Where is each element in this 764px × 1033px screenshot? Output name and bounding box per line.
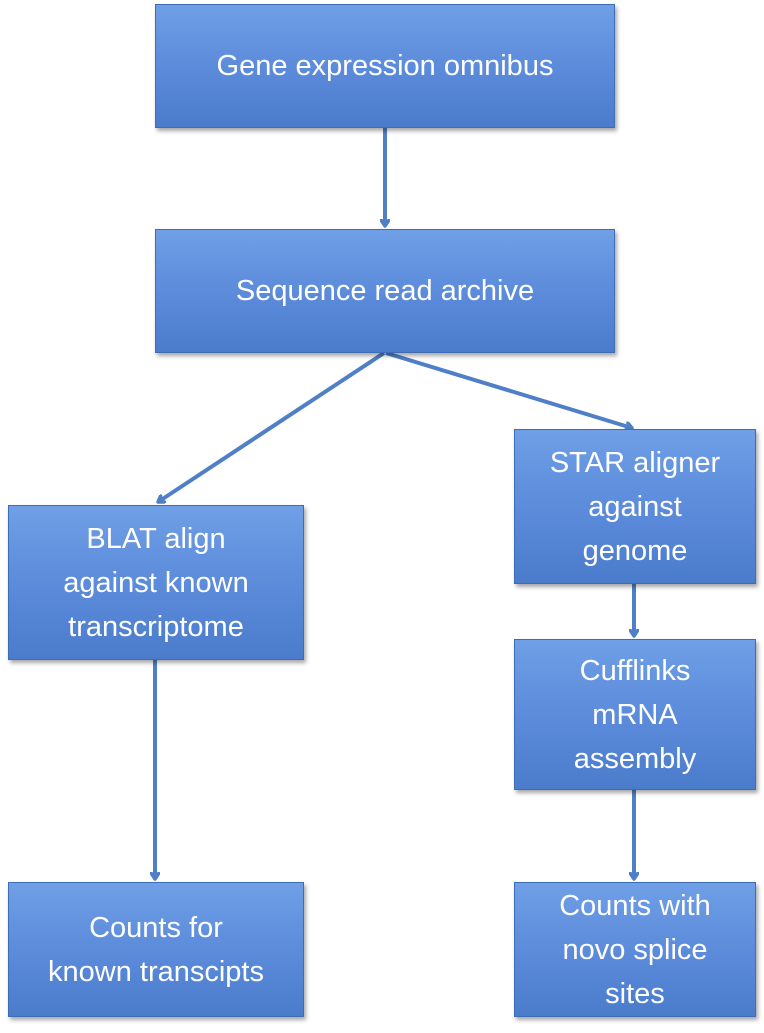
node-label-line: genome bbox=[582, 534, 688, 567]
node-counts-novo-splice-sites: Counts with novo splice sites bbox=[514, 882, 756, 1017]
node-label-line: STAR aligner bbox=[549, 446, 721, 479]
node-label-line: known transcipts bbox=[48, 955, 264, 988]
node-label-line: BLAT align bbox=[86, 522, 226, 555]
node-sequence-read-archive: Sequence read archive bbox=[155, 229, 615, 353]
node-label-line: Sequence read archive bbox=[235, 275, 535, 307]
node-label-line: Cufflinks bbox=[579, 654, 691, 687]
node-label-line: novo splice bbox=[562, 933, 708, 966]
node-label-line: Counts for bbox=[89, 911, 223, 944]
node-label-line: assembly bbox=[573, 742, 697, 775]
node-label-line: Gene expression omnibus bbox=[216, 50, 554, 82]
node-label-line: against bbox=[588, 490, 682, 523]
edge-sra-to-star bbox=[385, 351, 632, 428]
node-label-line: mRNA bbox=[592, 698, 678, 731]
node-cufflinks-assembly: Cufflinks mRNA assembly bbox=[514, 639, 756, 790]
node-blat-align: BLAT align against known transcriptome bbox=[8, 505, 304, 660]
node-label-line: transcriptome bbox=[68, 610, 244, 643]
node-label-line: against known bbox=[63, 566, 249, 599]
node-label-line: Counts with bbox=[559, 889, 711, 922]
node-label-line: sites bbox=[605, 977, 665, 1010]
node-counts-known-transcripts: Counts for known transcipts bbox=[8, 882, 304, 1017]
edge-sra-to-blat bbox=[158, 351, 386, 502]
node-star-aligner: STAR aligner against genome bbox=[514, 429, 756, 584]
node-gene-expression-omnibus: Gene expression omnibus bbox=[155, 4, 615, 128]
